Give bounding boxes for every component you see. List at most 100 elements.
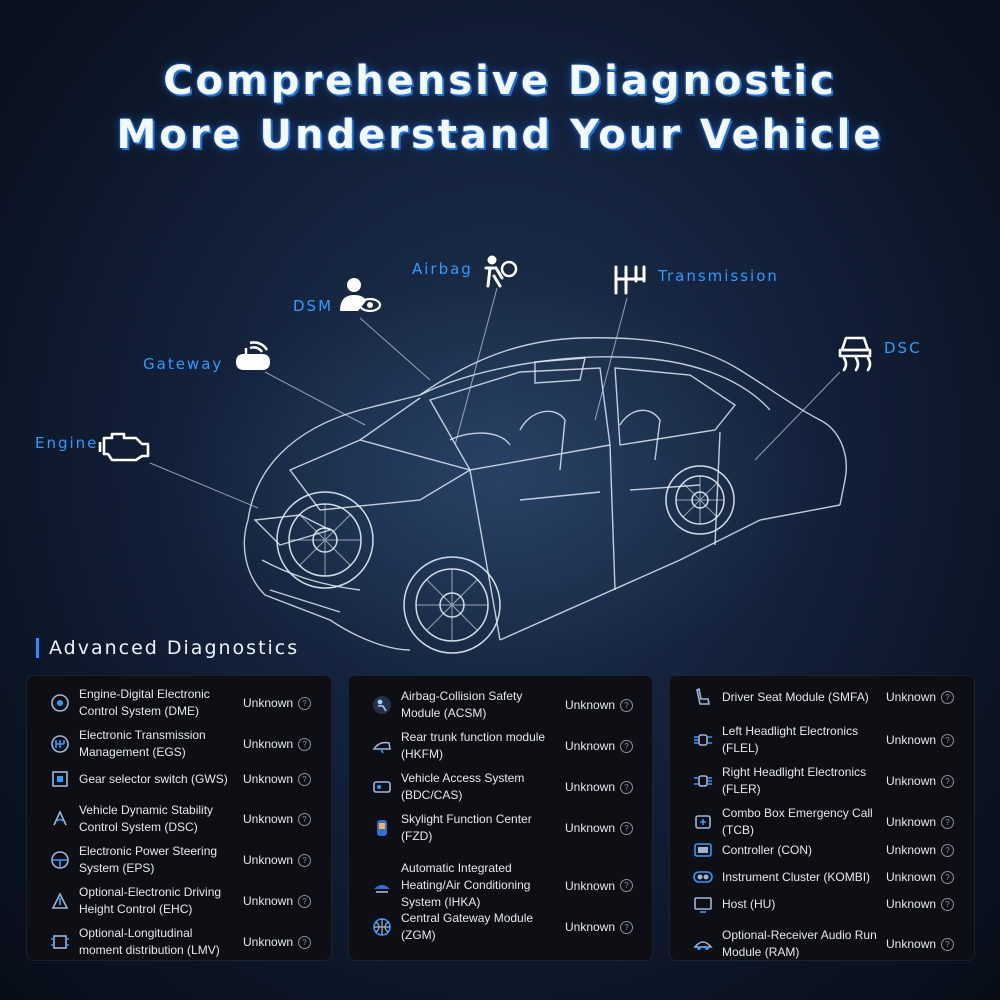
module-name: Left Headlight Electronics (FLEL) <box>722 724 859 755</box>
callout-engine-label: Engine <box>35 434 99 452</box>
module-row[interactable]: Airbag-Collision Safety Module (ACSM) Un… <box>349 688 652 722</box>
callout-gateway-label: Gateway <box>143 355 224 373</box>
help-icon[interactable]: ? <box>941 774 955 788</box>
help-icon[interactable]: ? <box>298 935 312 949</box>
headline-line-1: Comprehensive Diagnostic <box>163 58 837 104</box>
help-icon[interactable]: ? <box>620 821 634 835</box>
module-status: Unknown <box>565 878 616 893</box>
module-row[interactable]: Electronic Power Steering System (EPS) U… <box>27 843 331 877</box>
module-status: Unknown <box>886 690 937 704</box>
module-row[interactable]: Automatic Integrated Heating/Air Conditi… <box>349 860 652 911</box>
module-name: Airbag-Collision Safety Module (ACSM) <box>401 689 523 720</box>
dsc-icon <box>838 336 872 372</box>
module-name: Electronic Transmission Management (EGS) <box>79 728 206 759</box>
help-icon[interactable]: ? <box>941 870 955 884</box>
callout-dsc-label: DSC <box>884 339 922 357</box>
module-name: Central Gateway Module (ZGM) <box>401 911 534 942</box>
module-row[interactable]: Left Headlight Electronics (FLEL) Unknow… <box>670 723 974 757</box>
module-row[interactable]: Instrument Cluster (KOMBI) Unknown ? <box>670 866 974 888</box>
module-name: Driver Seat Module (SMFA) <box>722 689 869 704</box>
module-row[interactable]: Optional-Electronic Driving Height Contr… <box>27 884 331 918</box>
emergency-call-icon <box>695 815 711 829</box>
host-icon <box>694 897 712 913</box>
transmission-icon <box>614 265 646 295</box>
module-row[interactable]: Vehicle Dynamic Stability Control System… <box>27 802 331 836</box>
help-icon[interactable]: ? <box>298 696 312 710</box>
help-icon[interactable]: ? <box>941 690 955 704</box>
stability-icon <box>53 810 67 826</box>
help-icon[interactable]: ? <box>620 698 634 712</box>
module-row[interactable]: Optional-Receiver Audio Run Module (RAM)… <box>670 927 974 961</box>
engine-icon <box>98 432 150 462</box>
module-status: Unknown <box>565 780 616 794</box>
height-control-icon <box>51 892 69 909</box>
controller-icon <box>694 843 712 857</box>
help-icon[interactable]: ? <box>941 897 955 911</box>
module-row[interactable]: Driver Seat Module (SMFA) Unknown ? <box>670 686 974 708</box>
help-icon[interactable]: ? <box>941 937 955 951</box>
module-row[interactable]: Vehicle Access System (BDC/CAS) Unknown … <box>349 770 652 804</box>
module-name: Host (HU) <box>722 896 776 911</box>
module-row[interactable]: Engine-Digital Electronic Control System… <box>27 686 331 720</box>
airbag-icon <box>484 255 518 288</box>
module-row[interactable]: Controller (CON) Unknown ? <box>670 839 974 861</box>
module-name: Skylight Function Center (FZD) <box>401 812 532 843</box>
module-name: Combo Box Emergency Call (TCB) <box>722 806 873 837</box>
module-row[interactable]: Rear trunk function module (HKFM) Unknow… <box>349 729 652 763</box>
help-icon[interactable]: ? <box>620 780 634 794</box>
module-panel-3: Driver Seat Module (SMFA) Unknown ? Left… <box>670 676 974 960</box>
transmission-module-icon <box>51 735 69 753</box>
module-name: Instrument Cluster (KOMBI) <box>722 869 871 884</box>
module-status: Unknown <box>886 937 937 951</box>
module-row[interactable]: Central Gateway Module (ZGM) Unknown ? <box>349 910 652 944</box>
module-status: Unknown <box>243 853 294 867</box>
help-icon[interactable]: ? <box>941 733 955 747</box>
help-icon[interactable]: ? <box>298 894 312 908</box>
module-row[interactable]: Combo Box Emergency Call (TCB) Unknown ? <box>670 805 974 839</box>
module-row[interactable]: Skylight Function Center (FZD) Unknown ? <box>349 811 652 845</box>
callout-airbag-label: Airbag <box>412 260 473 278</box>
module-status: Unknown <box>243 812 294 826</box>
module-name: Right Headlight Electronics (FLER) <box>722 765 867 796</box>
module-status: Unknown <box>886 733 937 747</box>
seat-icon <box>696 687 710 705</box>
module-row[interactable]: Optional-Longitudinal moment distributio… <box>27 925 331 959</box>
module-row[interactable]: Electronic Transmission Management (EGS)… <box>27 727 331 761</box>
module-panel-1: Engine-Digital Electronic Control System… <box>27 676 331 960</box>
module-row[interactable]: Right Headlight Electronics (FLER) Unkno… <box>670 764 974 798</box>
help-icon[interactable]: ? <box>941 843 955 857</box>
module-name: Rear trunk function module (HKFM) <box>401 730 546 761</box>
air-conditioning-icon <box>374 884 390 893</box>
help-icon[interactable]: ? <box>298 737 312 751</box>
gear-selector-icon <box>52 771 68 787</box>
module-status: Unknown <box>243 737 294 751</box>
skylight-icon <box>377 820 387 836</box>
module-status: Unknown <box>886 897 937 911</box>
module-name: Vehicle Access System (BDC/CAS) <box>401 771 525 802</box>
module-status: Unknown <box>565 739 616 753</box>
module-row[interactable]: Host (HU) Unknown ? <box>670 893 974 915</box>
steering-icon <box>51 851 69 869</box>
module-name: Optional-Electronic Driving Height Contr… <box>79 885 222 916</box>
section-title: Advanced Diagnostics <box>36 638 299 658</box>
help-icon[interactable]: ? <box>298 812 312 826</box>
headline-line-2: More Understand Your Vehicle <box>116 112 884 158</box>
module-status: Unknown <box>886 843 937 857</box>
help-icon[interactable]: ? <box>620 879 634 892</box>
module-name: Controller (CON) <box>722 842 813 857</box>
help-icon[interactable]: ? <box>941 815 955 829</box>
module-status: Unknown <box>886 870 937 884</box>
module-status: Unknown <box>565 920 616 934</box>
module-row[interactable]: Gear selector switch (GWS) Unknown ? <box>27 768 331 790</box>
help-icon[interactable]: ? <box>620 920 634 934</box>
help-icon[interactable]: ? <box>620 739 634 753</box>
help-icon[interactable]: ? <box>298 772 312 786</box>
module-status: Unknown <box>243 894 294 908</box>
trunk-icon <box>372 741 391 754</box>
help-icon[interactable]: ? <box>298 853 312 867</box>
module-status: Unknown <box>886 774 937 788</box>
gateway-module-icon <box>373 918 391 936</box>
module-name: Engine-Digital Electronic Control System… <box>79 687 210 718</box>
module-name: Optional-Receiver Audio Run Module (RAM) <box>722 928 877 959</box>
